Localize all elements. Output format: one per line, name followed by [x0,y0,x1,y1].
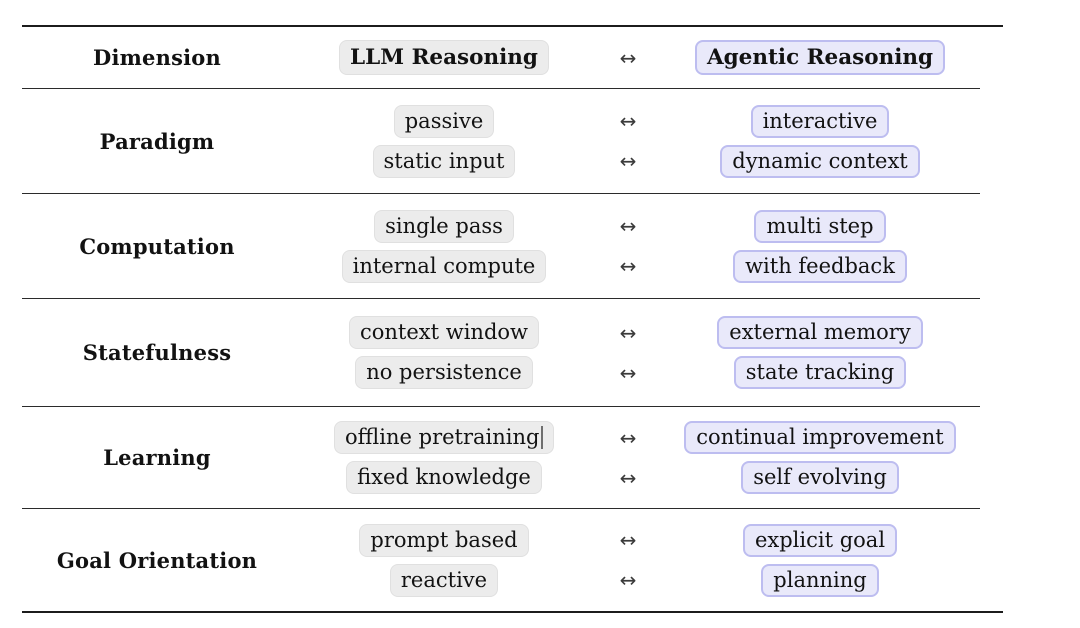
agentic-badge: external memory [717,316,923,349]
bidirectional-arrow-icon: ↔ [619,465,637,490]
bidirectional-arrow-icon: ↔ [619,45,637,70]
llm-badge-label: offline pretraining [345,425,540,449]
llm-badge: static input [372,144,516,178]
header-agentic-badge: Agentic Reasoning [694,40,946,75]
agentic-badge: dynamic context [720,144,920,178]
dimension-label: Learning [103,445,211,470]
bidirectional-arrow-icon: ↔ [619,320,637,345]
table-row: Computation single pass ↔ multi step int… [22,194,980,299]
agentic-badge: self evolving [741,461,899,494]
bidirectional-arrow-icon: ↔ [619,425,637,450]
agentic-badge: with feedback [733,249,907,283]
bidirectional-arrow-icon: ↔ [619,214,637,238]
dimension-label: Paradigm [99,128,215,154]
table-header-row: Dimension LLM Reasoning ↔ Agentic Reason… [22,27,980,89]
table-row: Learning offline pretraining ↔ continual… [22,407,980,509]
llm-badge: context window [348,316,540,349]
text-caret-artifact [541,426,543,449]
dimension-label: Statefulness [82,340,232,365]
table-row: Goal Orientation prompt based ↔ explicit… [22,509,980,611]
agentic-badge: state tracking [733,356,907,389]
llm-badge: internal compute [341,249,547,283]
table-row: Paradigm passive ↔ interactive static in… [22,89,980,194]
comparison-table: Dimension LLM Reasoning ↔ Agentic Reason… [22,25,1003,613]
bidirectional-arrow-icon: ↔ [619,254,637,278]
bidirectional-arrow-icon: ↔ [619,109,637,133]
llm-badge: reactive [389,563,499,597]
dimension-cell: Goal Orientation [22,524,292,597]
agentic-badge: continual improvement [684,421,956,454]
llm-badge: prompt based [359,523,529,557]
header-dimension-cell: Dimension [22,40,292,75]
dimension-label: Goal Orientation [56,547,258,573]
agentic-badge: explicit goal [742,523,898,557]
dimension-cell: Statefulness [22,316,292,389]
llm-badge: passive [393,104,495,138]
dimension-cell: Paradigm [22,105,292,178]
llm-badge: no persistence [355,356,533,389]
agentic-badge: planning [761,563,879,597]
header-llm-cell: LLM Reasoning [292,40,596,75]
llm-badge: single pass [374,209,514,243]
header-agentic-cell: Agentic Reasoning [660,40,980,75]
dimension-label: Computation [79,233,235,259]
bidirectional-arrow-icon: ↔ [619,149,637,173]
table-row: Statefulness context window ↔ external m… [22,299,980,407]
header-llm-badge: LLM Reasoning [339,40,549,75]
dimension-cell: Computation [22,210,292,283]
bidirectional-arrow-icon: ↔ [619,360,637,385]
bidirectional-arrow-icon: ↔ [619,568,637,592]
agentic-badge: multi step [754,209,886,243]
bidirectional-arrow-icon: ↔ [619,528,637,552]
llm-badge: fixed knowledge [346,461,542,494]
dimension-cell: Learning [22,421,292,494]
header-dimension-label: Dimension [93,45,221,70]
agentic-badge: interactive [750,104,890,138]
llm-badge: offline pretraining [334,421,554,454]
header-arrow-cell: ↔ [596,40,660,75]
